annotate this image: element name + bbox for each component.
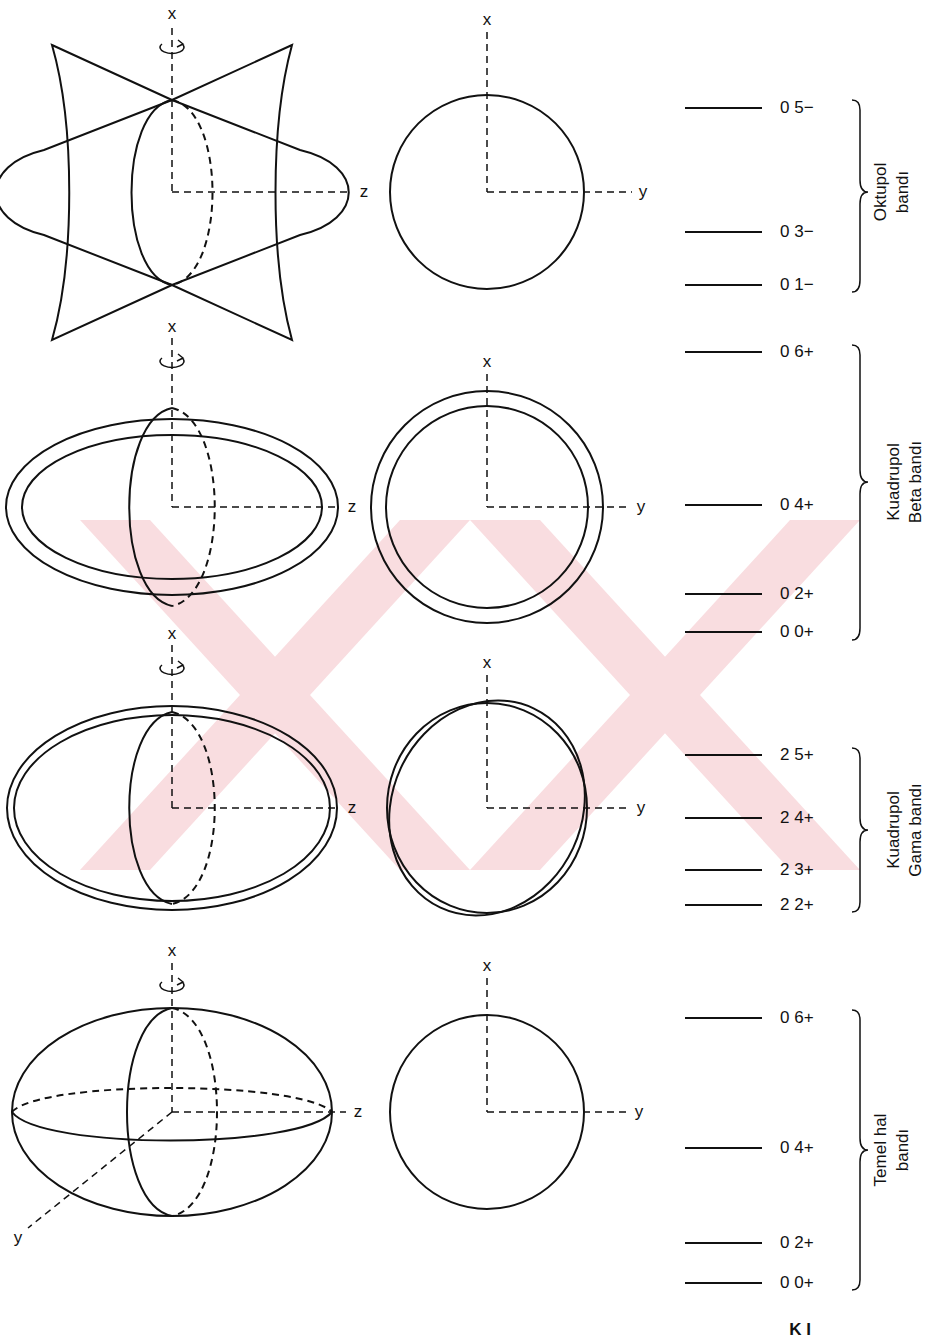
level-label: 0 0+: [780, 622, 814, 642]
band-label: Kuadrupol Beta bandı: [883, 432, 927, 532]
band-label: Temel hal bandı: [870, 1100, 914, 1200]
level-label: 0 3−: [780, 222, 814, 242]
axis-label: y: [637, 497, 646, 517]
level-label: 2 3+: [780, 860, 814, 880]
level-label: 0 5−: [780, 98, 814, 118]
axis-label: y: [635, 1102, 644, 1122]
level-lines: [685, 108, 762, 1283]
axis-label: x: [168, 941, 177, 961]
axes: [28, 28, 632, 1228]
level-label: 0 1−: [780, 275, 814, 295]
band-label: Oktupol bandı: [870, 142, 914, 242]
axis-label: y: [14, 1228, 23, 1248]
level-label: 2 5+: [780, 745, 814, 765]
axis-label: z: [348, 798, 357, 818]
axis-label: z: [348, 497, 357, 517]
watermark: [80, 520, 860, 870]
beta-shape: [6, 391, 603, 623]
octupole-shape: [0, 45, 584, 340]
gamma-shape: [7, 668, 620, 948]
axis-label: z: [360, 182, 369, 202]
level-label: 0 6+: [780, 1008, 814, 1028]
ground-shape: [12, 1008, 584, 1216]
axis-label: x: [483, 653, 492, 673]
rotation-arrows: [160, 40, 184, 991]
level-label: 0 2+: [780, 1233, 814, 1253]
axis-label: x: [483, 352, 492, 372]
level-label: 0 6+: [780, 342, 814, 362]
axis-caption: K I: [789, 1320, 811, 1340]
level-label: 2 2+: [780, 895, 814, 915]
axis-label: y: [639, 182, 648, 202]
level-label: 0 2+: [780, 584, 814, 604]
axis-label: x: [168, 624, 177, 644]
band-label: Kuadrupol Gama bandı: [883, 780, 927, 880]
level-label: 0 0+: [780, 1273, 814, 1293]
axis-label: x: [168, 317, 177, 337]
axis-label: z: [354, 1102, 363, 1122]
brackets: [852, 100, 868, 1290]
level-label: 2 4+: [780, 808, 814, 828]
level-label: 0 4+: [780, 495, 814, 515]
axis-label: x: [483, 10, 492, 30]
axis-label: x: [483, 956, 492, 976]
axis-label: x: [168, 4, 177, 24]
level-label: 0 4+: [780, 1138, 814, 1158]
axis-label: y: [637, 798, 646, 818]
